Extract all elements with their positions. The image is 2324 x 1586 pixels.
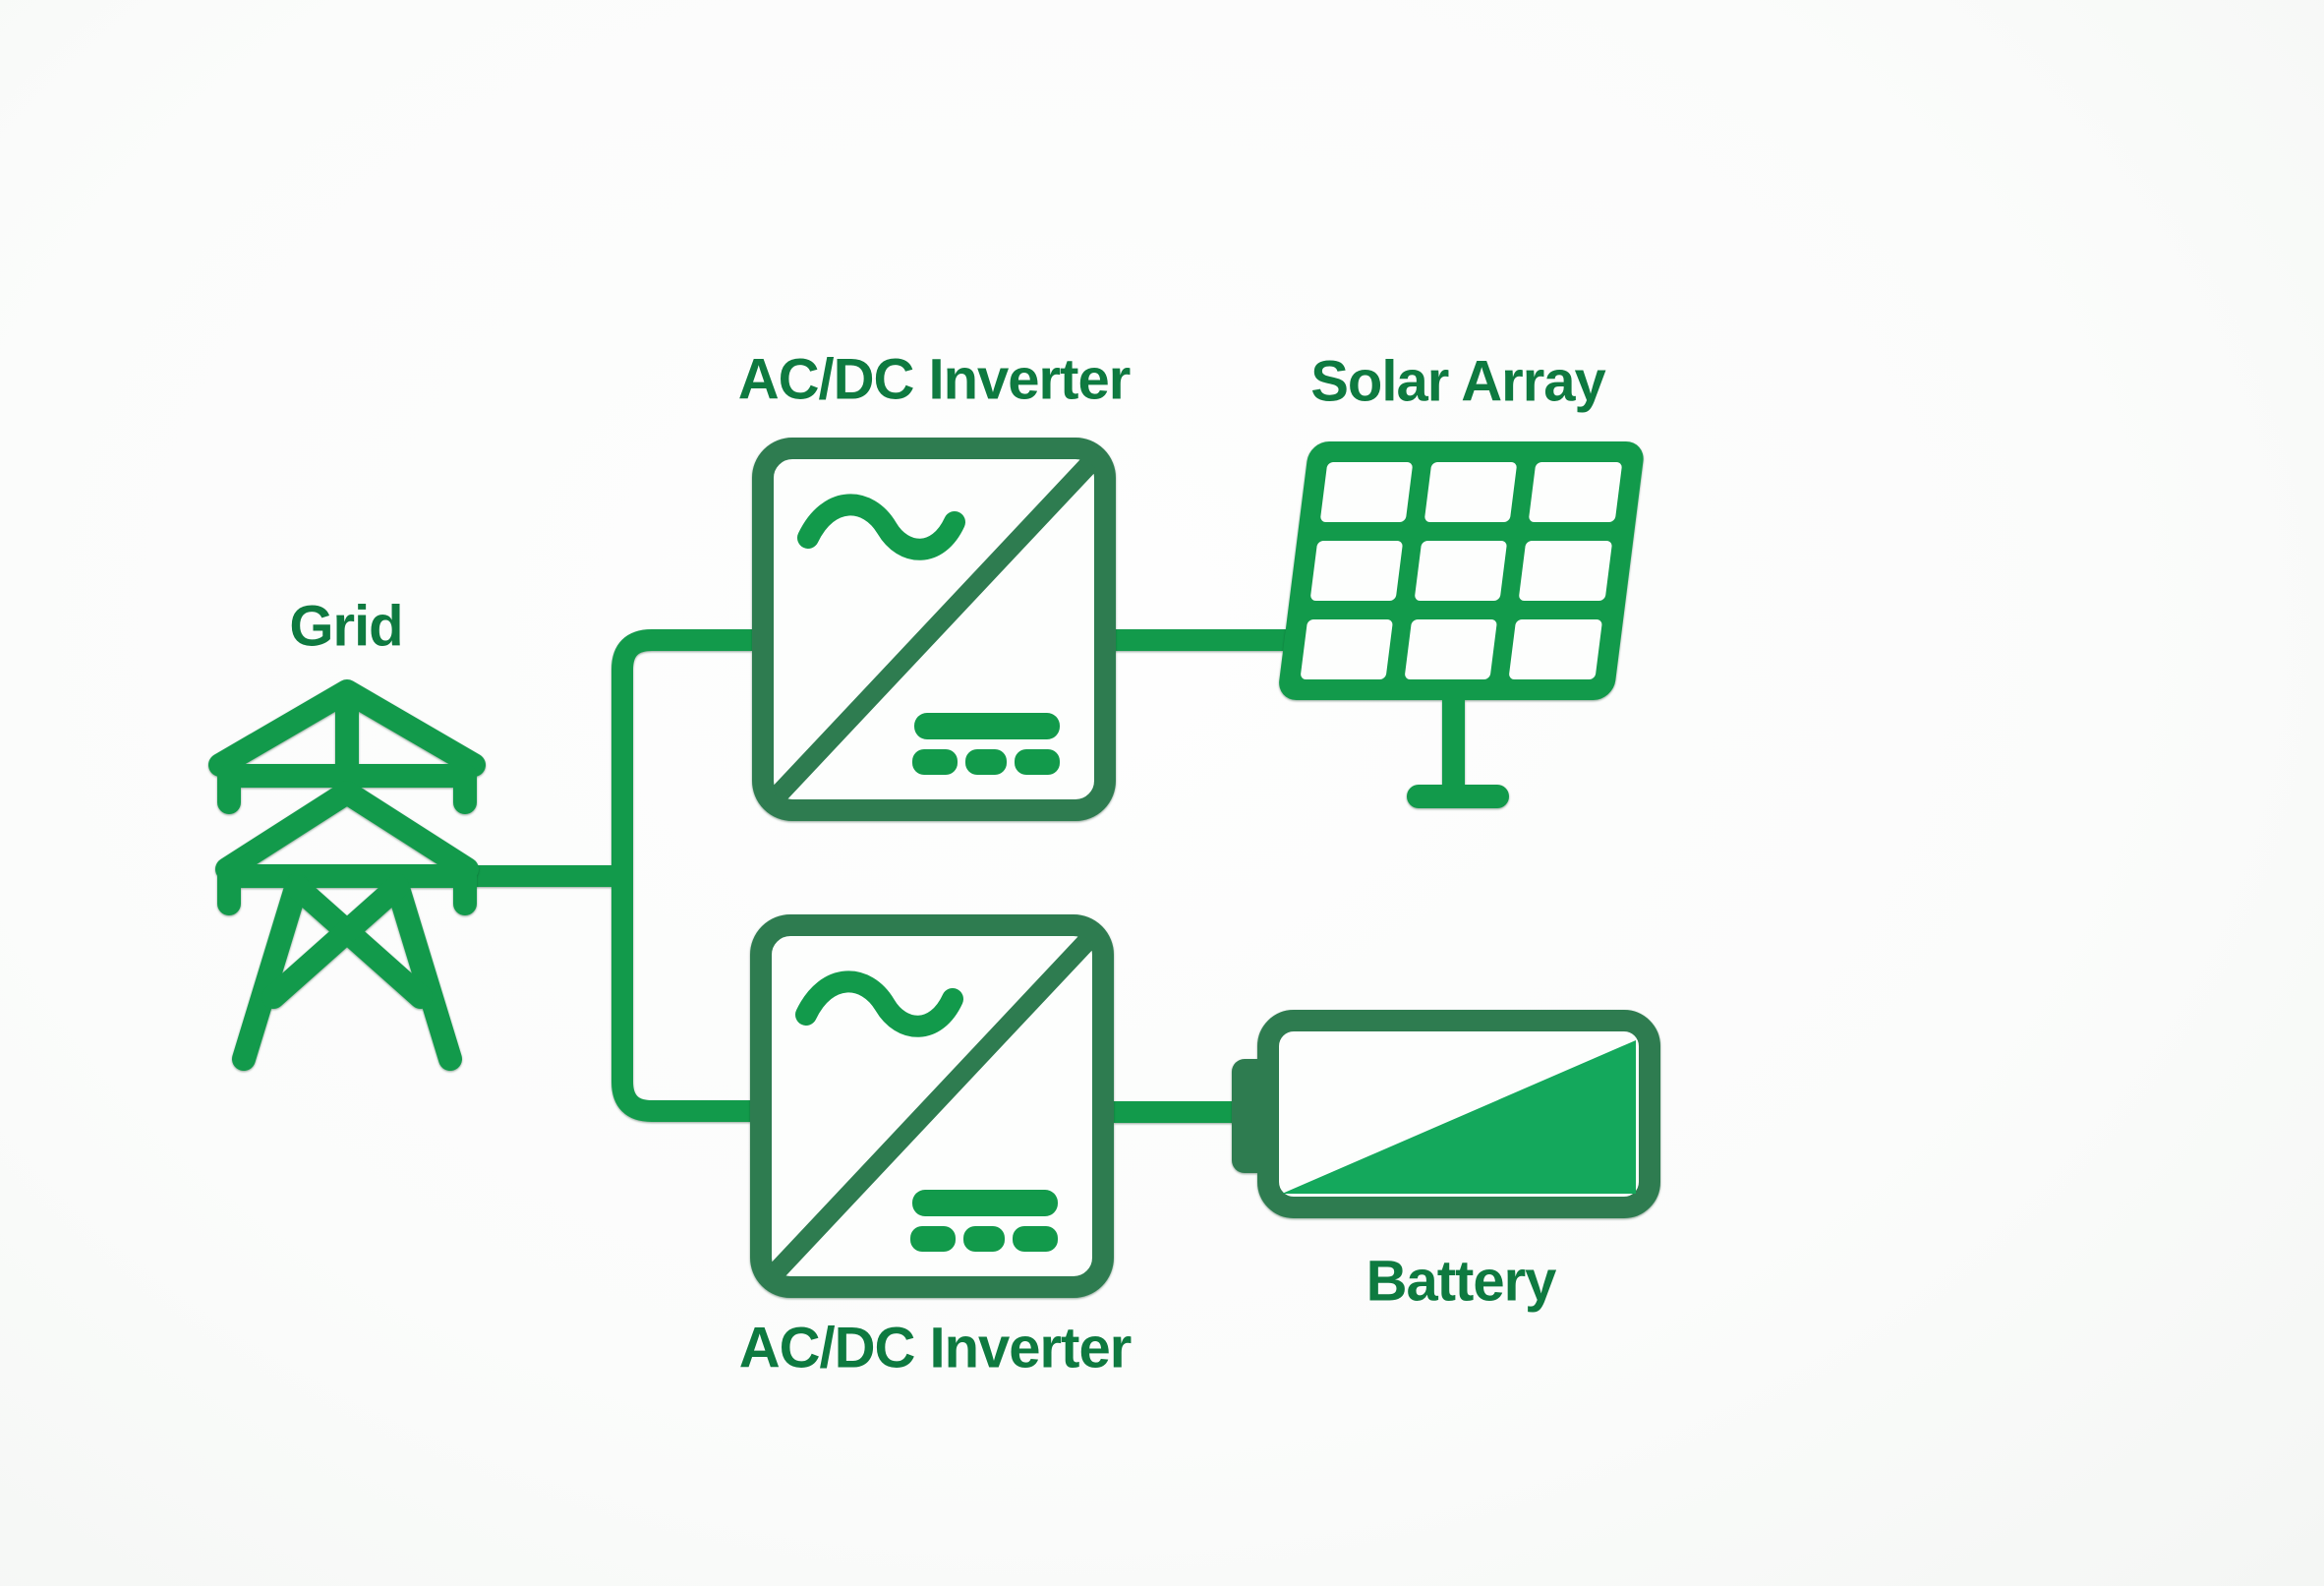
tower-brace-right	[261, 875, 409, 1009]
battery-icon	[1232, 1010, 1660, 1218]
battery-label: Battery	[1365, 1249, 1557, 1314]
inverter-top-label: AC/DC Inverter	[737, 347, 1132, 412]
tower-brace-left	[285, 875, 433, 1009]
connection-lines	[474, 629, 1293, 1123]
solar-array-label: Solar Array	[1310, 349, 1606, 414]
solar-panel-grid	[1279, 441, 1644, 700]
solar-panel-pole	[1442, 696, 1465, 791]
battery-charge-fill	[1282, 1040, 1636, 1194]
transmission-tower-icon	[208, 679, 486, 1071]
solar-panel-icon	[1279, 441, 1644, 808]
tower-lower-roof	[215, 781, 479, 881]
solar-panel-base	[1407, 785, 1509, 808]
inverter-bottom-label: AC/DC Inverter	[738, 1316, 1133, 1380]
ac-dc-inverter-top-icon	[763, 448, 1105, 810]
tower-lower-crossarm	[217, 864, 477, 915]
wire-junction-branches	[611, 629, 752, 1122]
tower-right-leg	[385, 873, 462, 1071]
ac-dc-inverter-bottom-icon	[761, 925, 1103, 1287]
grid-label: Grid	[289, 594, 403, 659]
tower-left-leg	[232, 873, 309, 1071]
